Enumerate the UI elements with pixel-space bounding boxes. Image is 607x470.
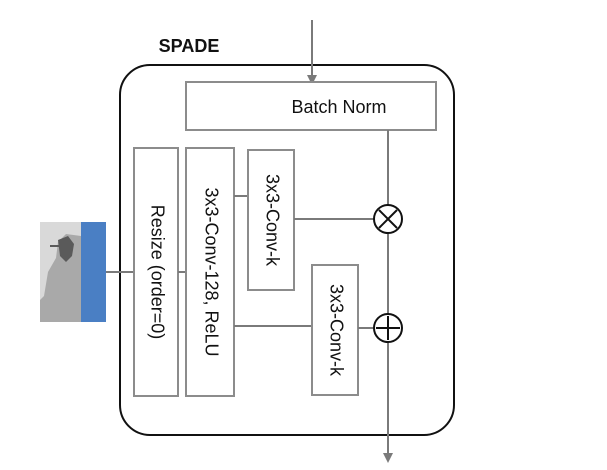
resize-label: Resize (order=0) xyxy=(147,205,167,340)
conv-k-top-box xyxy=(247,149,295,291)
add-operator-icon xyxy=(373,313,403,343)
multiply-stroke-b xyxy=(378,209,398,229)
batch-norm-label: Batch Norm xyxy=(291,97,386,117)
multiply-operator-icon xyxy=(373,204,403,234)
diagram-title: SPADE xyxy=(159,36,220,56)
conv128-label: 3x3-Conv-128, ReLU xyxy=(201,187,221,356)
conv128-box xyxy=(185,147,235,397)
segmap-light-region xyxy=(40,222,81,300)
batch-norm-box xyxy=(185,81,437,131)
segmap-dark-region xyxy=(58,236,74,262)
conv-k-bottom-label: 3x3-Conv-k xyxy=(326,284,346,377)
segmentation-map-image xyxy=(40,222,106,322)
conv-k-top-label: 3x3-Conv-k xyxy=(262,174,282,267)
conv-k-bottom-box xyxy=(311,264,359,396)
spade-container xyxy=(119,64,455,436)
segmap-blue-region xyxy=(81,222,106,322)
